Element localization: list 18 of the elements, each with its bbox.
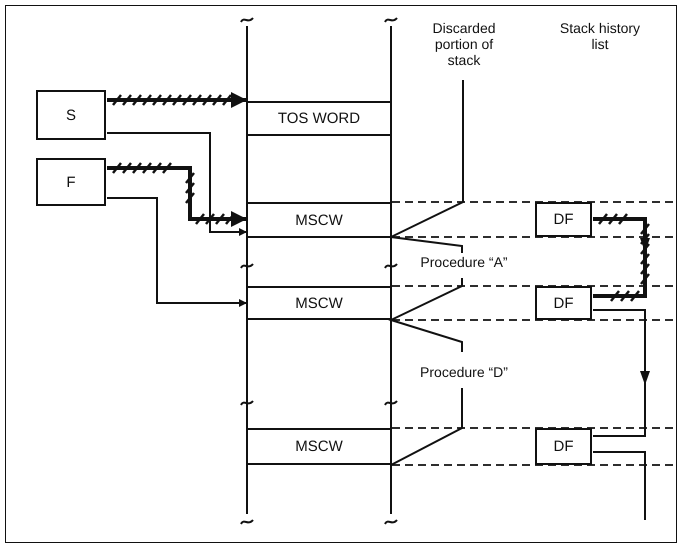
register-box [535, 428, 592, 465]
register-box [535, 286, 592, 320]
box-label: MSCW [295, 212, 343, 228]
box-label: DF [554, 438, 574, 455]
box-label: MSCW [295, 438, 343, 455]
box-label: TOS WORD [278, 110, 360, 127]
register-box [36, 90, 106, 140]
stack-cell [248, 202, 390, 238]
stack-cell [248, 286, 390, 320]
stack-cell [248, 428, 390, 465]
register-box [36, 158, 106, 206]
stack-cell [248, 101, 390, 136]
box-label: DF [554, 211, 574, 228]
box-label: S [66, 106, 76, 124]
box-label: DF [554, 294, 574, 312]
register-box [535, 202, 592, 237]
box-label: F [66, 174, 76, 190]
box-label: MSCW [295, 294, 343, 312]
